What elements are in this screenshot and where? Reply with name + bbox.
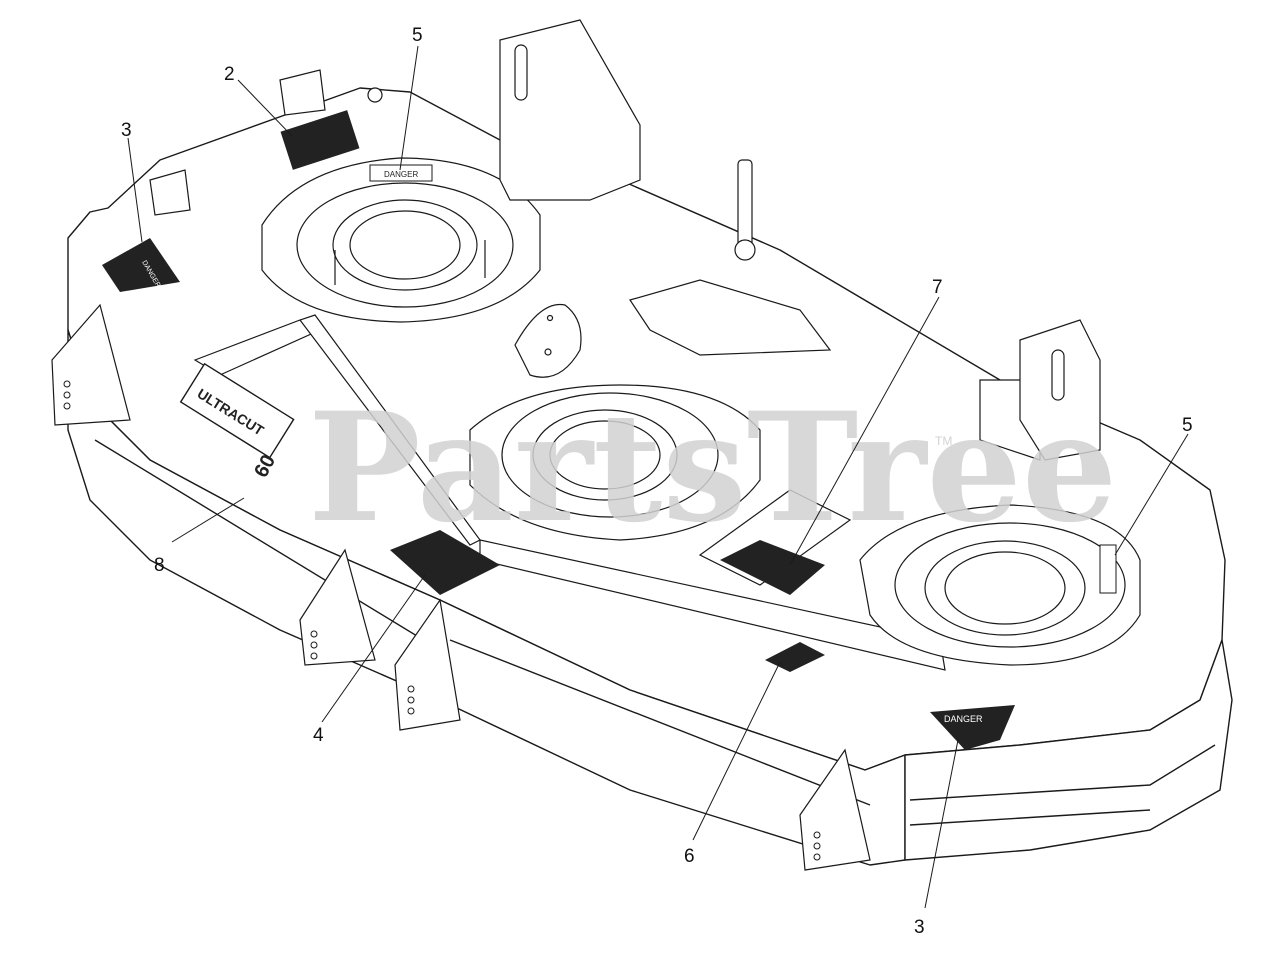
callout-leaders bbox=[127, 45, 1189, 909]
callout-3-right: 3 bbox=[914, 917, 925, 938]
callout-2: 2 bbox=[224, 64, 235, 85]
rear-mount-bracket-left bbox=[499, 19, 641, 201]
decal-2-warning-label bbox=[280, 110, 360, 170]
callout-7: 7 bbox=[932, 277, 943, 298]
svg-text:DANGER: DANGER bbox=[944, 714, 983, 724]
decal-5-danger-left: DANGER bbox=[369, 164, 433, 182]
spindle-right bbox=[859, 504, 1141, 666]
decal-3-danger-right: DANGER bbox=[930, 705, 1015, 750]
decal-3-danger-left: DANGER bbox=[102, 238, 180, 292]
deck-brackets bbox=[149, 19, 1101, 461]
svg-text:DANGER: DANGER bbox=[384, 170, 418, 179]
deck-right-skirt bbox=[904, 639, 1233, 861]
callout-4: 4 bbox=[313, 725, 324, 746]
decal-4-instruction-label bbox=[390, 530, 500, 595]
spindle-center bbox=[469, 384, 761, 541]
callouts: 2 3 5 7 5 8 4 6 3 bbox=[121, 25, 1193, 938]
callout-6: 6 bbox=[684, 846, 695, 867]
callout-8: 8 bbox=[154, 555, 165, 576]
deck-ribs bbox=[193, 314, 1041, 671]
decal-7-blade-label bbox=[720, 540, 825, 595]
spindle-left bbox=[261, 157, 541, 323]
decal-5-danger-right bbox=[1099, 544, 1117, 594]
svg-text:TM: TM bbox=[935, 434, 952, 448]
callout-5-left: 5 bbox=[412, 25, 423, 46]
hanger-holes bbox=[63, 380, 821, 861]
svg-text:PartsTree: PartsTree bbox=[308, 380, 1117, 556]
callout-5-right: 5 bbox=[1182, 415, 1193, 436]
spindle-housings bbox=[261, 157, 1141, 666]
decal-6-warning-label bbox=[765, 642, 825, 672]
pivot-plate bbox=[514, 303, 582, 378]
watermark: PartsTree TM bbox=[308, 380, 1117, 556]
decals: DANGER DANGER DANGER ULTRACUT 60 bbox=[102, 110, 1117, 750]
callout-3-left: 3 bbox=[121, 120, 132, 141]
